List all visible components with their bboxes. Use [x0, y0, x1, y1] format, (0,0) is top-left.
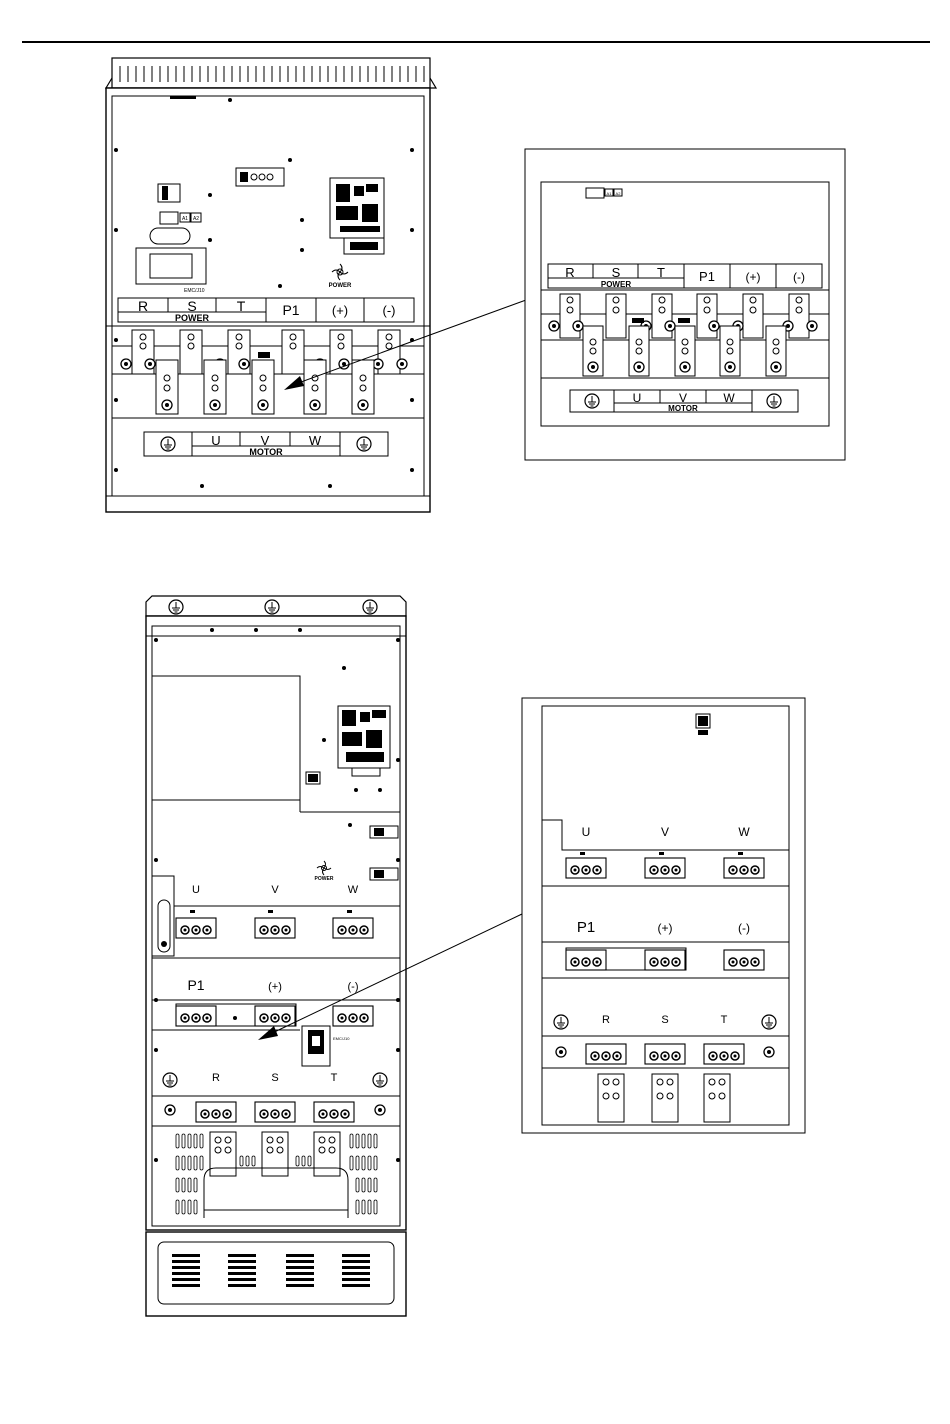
motor-label-strip: U V W MOTOR [144, 432, 388, 457]
power-label-s: S [187, 298, 196, 314]
power-label-t: T [237, 298, 246, 314]
jumper-a1-label: A1 [182, 216, 188, 222]
detail-motor-u: U [633, 391, 642, 405]
top-detail-panel: A1 A2 R S T POWER P1 (+) (-) [525, 149, 845, 460]
detail-motor-w: W [723, 391, 735, 405]
bottom-detail-panel: U V W P1 (+) (-) R S T [522, 698, 805, 1133]
power-label-r: R [138, 298, 148, 314]
dc-label-minus: (-) [383, 303, 396, 318]
ground-icon [554, 1015, 568, 1029]
dc-label-p1: P1 [282, 302, 299, 318]
svg-text:EMC/J10: EMC/J10 [333, 1036, 350, 1041]
motor-label-w-bottom: W [348, 884, 359, 896]
fan-power-caption: POWER [329, 283, 352, 289]
ground-icon [585, 394, 599, 408]
dc-label-plus-bottom: (+) [268, 981, 282, 993]
detail-power-r: R [565, 265, 574, 280]
detail-dc-p1-bottom: P1 [577, 919, 595, 936]
power-caption: POWER [175, 313, 210, 323]
bottom-inverter: POWER U V W P1 (+) (-) EMC/J10 R S T [146, 596, 406, 1316]
control-board [338, 706, 390, 776]
detail-dc-p1: P1 [699, 269, 715, 284]
svg-text:EMC/J10: EMC/J10 [184, 288, 205, 294]
input-label-r-bottom: R [212, 1072, 220, 1084]
detail-motor-w-bottom: W [738, 825, 750, 839]
detail-motor-v: V [679, 391, 687, 405]
motor-label-u: U [211, 433, 220, 448]
motor-caption: MOTOR [249, 447, 283, 457]
ground-icon [163, 1073, 177, 1087]
detail-motor-caption: MOTOR [668, 404, 698, 413]
jumper-a2-label: A2 [193, 216, 199, 222]
detail-input-s-bottom: S [661, 1014, 668, 1026]
detail-power-caption: POWER [601, 280, 631, 289]
dc-label-plus: (+) [332, 303, 348, 318]
ground-icon [762, 1015, 776, 1029]
detail-power-t: T [657, 265, 665, 280]
ground-icon [373, 1073, 387, 1087]
motor-label-w: W [309, 433, 322, 448]
motor-label-v-bottom: V [271, 884, 279, 896]
detail-jumper-a2: A2 [616, 191, 622, 196]
dc-label-p1-bottom: P1 [187, 977, 204, 993]
detail-input-t-bottom: T [721, 1014, 728, 1026]
ground-icon [767, 394, 781, 408]
input-label-t-bottom: T [331, 1072, 338, 1084]
detail-dc-plus-bottom: (+) [658, 921, 673, 935]
ground-icon [161, 437, 175, 451]
detail-dc-minus: (-) [793, 270, 805, 284]
motor-label-u-bottom: U [192, 884, 200, 896]
top-inverter: A1 A2 EMC/J10 POWER [106, 58, 436, 512]
ground-icon [357, 437, 371, 451]
fan-power-caption-bottom: POWER [315, 876, 334, 882]
detail-power-s: S [612, 265, 621, 280]
detail-dc-minus-bottom: (-) [738, 921, 750, 935]
detail-jumper-a1: A1 [607, 191, 613, 196]
dc-label-minus-bottom: (-) [348, 981, 359, 993]
detail-dc-plus: (+) [746, 270, 761, 284]
detail-input-r-bottom: R [602, 1014, 610, 1026]
detail-motor-u-bottom: U [582, 825, 591, 839]
detail-motor-v-bottom: V [661, 825, 669, 839]
input-label-s-bottom: S [271, 1072, 278, 1084]
power-label-strip: R S T POWER P1 (+) (-) [118, 298, 414, 323]
motor-label-v: V [261, 433, 270, 448]
